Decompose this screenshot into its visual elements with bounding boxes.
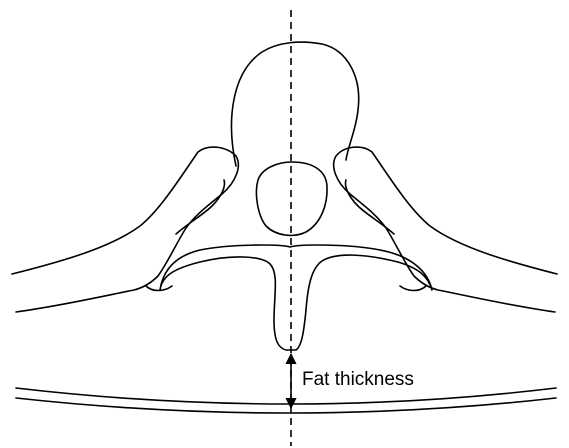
left-pedicle-notch bbox=[146, 286, 172, 291]
skin-surface-inner bbox=[16, 398, 556, 413]
skin-surface-outer bbox=[16, 388, 556, 404]
fat-thickness-label: Fat thickness bbox=[302, 369, 414, 390]
left-rib-edge bbox=[176, 180, 225, 234]
right-rib-edge bbox=[346, 180, 395, 234]
right-transverse-process bbox=[334, 147, 557, 312]
spinal-canal bbox=[256, 162, 327, 235]
vertebral-body-outline bbox=[160, 245, 432, 350]
vertebral-arch-outline bbox=[232, 42, 359, 166]
left-transverse-process bbox=[12, 147, 238, 312]
right-pedicle-notch bbox=[400, 286, 426, 291]
